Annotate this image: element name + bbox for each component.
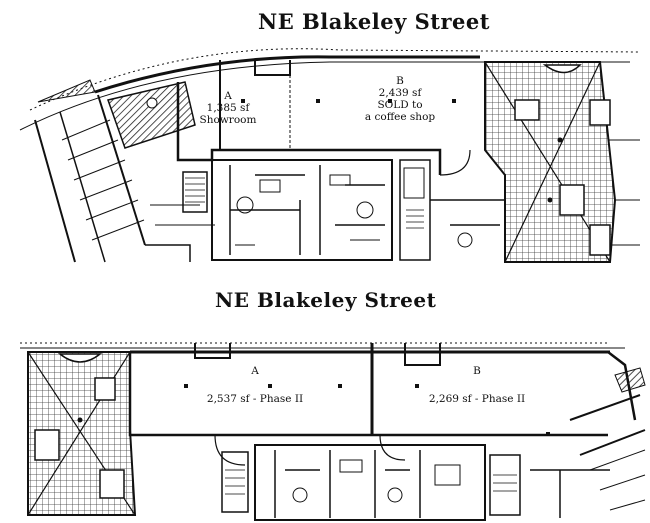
top-unit-b-letter: B [396,75,404,87]
street-title-bottom: NE Blakeley Street [215,288,437,312]
top-unit-a-note: Showroom [199,114,257,126]
top-service-core [182,139,640,261]
bottom-unit-a-label: A 2,537 sf - Phase II [190,365,320,405]
bottom-tiled-lobby [27,351,137,516]
top-unit-b-note1: SOLD to [377,99,423,111]
top-unit-b-note2: a coffee shop [364,111,436,123]
street-title-top: NE Blakeley Street [258,9,490,34]
top-unit-b-label: B 2,439 sf SOLD to a coffee shop [355,75,445,123]
top-unit-a-letter: A [224,90,232,102]
top-parking-area [34,79,215,263]
top-unit-a-label: A 1,385 sf Showroom [195,90,261,126]
bottom-columns [184,384,550,436]
top-columns [241,99,456,103]
bottom-unit-b-label: B 2,269 sf - Phase II [412,365,542,405]
bottom-unit-a-area: 2,537 sf - Phase II [206,393,304,405]
bottom-service-core [221,444,610,521]
bottom-unit-b-area: 2,269 sf - Phase II [428,393,526,405]
top-tiled-lobby [484,61,617,263]
bottom-unit-a-letter: A [251,365,259,377]
top-unit-a-area: 1,385 sf [206,102,250,114]
bottom-unit-b-letter: B [473,365,481,377]
top-floor-plan [19,48,641,263]
top-facade-wall [94,55,480,94]
bottom-floor-plan [20,342,646,521]
top-unit-b-area: 2,439 sf [378,87,422,99]
bottom-parking-area [569,367,646,511]
